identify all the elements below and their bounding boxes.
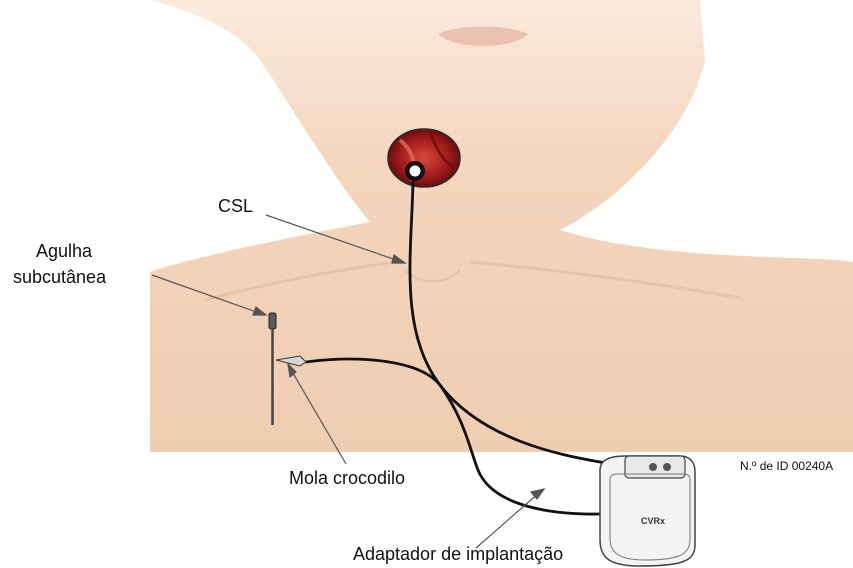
needle-label-line1: Agulha	[36, 240, 92, 262]
electrode-disc-icon	[388, 129, 460, 187]
torso-skin	[150, 0, 853, 452]
device-brand-label: CVRx	[641, 516, 665, 526]
id-number-label: N.º de ID 00240A	[740, 459, 833, 473]
csl-label: CSL	[218, 195, 253, 217]
needle-label-line2: subcutânea	[13, 266, 106, 288]
adapter-label: Adaptador de implantação	[353, 543, 563, 565]
clip-label: Mola crocodilo	[289, 467, 405, 489]
implantable-pulse-generator-icon	[600, 456, 695, 566]
